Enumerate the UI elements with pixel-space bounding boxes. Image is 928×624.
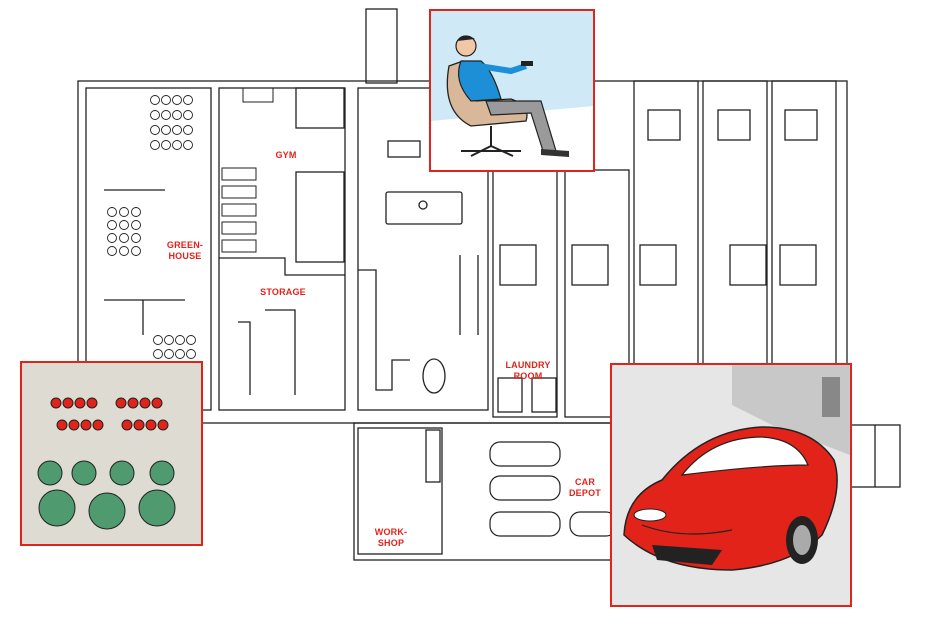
- plant-pot-icon: [119, 246, 129, 256]
- plant-pot-icon: [150, 125, 160, 135]
- plant-pot-icon: [175, 349, 185, 359]
- car-depot-line1: CAR: [574, 477, 596, 487]
- tomato-icon: [139, 397, 151, 409]
- room-label-greenhouse: GREEN- HOUSE: [160, 240, 210, 262]
- plant-pot-icon: [107, 220, 117, 230]
- laundry-line2: ROOM: [513, 371, 543, 381]
- plant-pot-icon: [164, 349, 174, 359]
- cabbage-icon: [88, 492, 126, 530]
- tomato-icon: [68, 419, 80, 431]
- tomato-icon: [92, 419, 104, 431]
- plant-pot-icon: [172, 110, 182, 120]
- plant-pot-icon: [161, 125, 171, 135]
- room-label-workshop: WORK- SHOP: [368, 527, 414, 549]
- plant-pot-icon: [119, 207, 129, 217]
- plant-pot-icon: [183, 110, 193, 120]
- plant-pot-icon: [183, 95, 193, 105]
- inset-recliner-illustration: [429, 9, 595, 172]
- tomato-icon: [151, 397, 163, 409]
- tomato-icon: [50, 397, 62, 409]
- plant-pot-icon: [150, 95, 160, 105]
- plant-pot-icon: [107, 233, 117, 243]
- plant-pot-icon: [172, 140, 182, 150]
- plant-pot-icon: [164, 335, 174, 345]
- storage-text: STORAGE: [260, 287, 306, 297]
- plant-pot-icon: [131, 207, 141, 217]
- room-label-gym: GYM: [271, 150, 301, 161]
- sports-car-picture: [612, 365, 850, 605]
- laundry-line1: LAUNDRY: [505, 360, 551, 370]
- plant-pot-icon: [119, 220, 129, 230]
- tomato-icon: [157, 419, 169, 431]
- gym-text: GYM: [275, 150, 297, 160]
- plant-pot-icon: [119, 233, 129, 243]
- plant-pot-icon: [183, 125, 193, 135]
- tomato-icon: [145, 419, 157, 431]
- tomato-icon: [86, 397, 98, 409]
- workshop-line1: WORK-: [374, 527, 408, 537]
- plant-pot-icon: [175, 335, 185, 345]
- cabbage-icon: [109, 460, 135, 486]
- inset-sports-car-illustration: [610, 363, 852, 607]
- plant-pot-icon: [107, 246, 117, 256]
- tomato-icon: [121, 419, 133, 431]
- cabbage-icon: [71, 460, 97, 486]
- plant-pot-icon: [153, 335, 163, 345]
- plant-pot-icon: [161, 95, 171, 105]
- cabbage-icon: [149, 460, 175, 486]
- car-depot-line2: DEPOT: [568, 488, 601, 498]
- plant-pot-icon: [107, 207, 117, 217]
- greenhouse-line2: HOUSE: [168, 251, 202, 261]
- tomato-icon: [74, 397, 86, 409]
- greenhouse-line1: GREEN-: [166, 240, 204, 250]
- room-label-car-depot: CAR DEPOT: [560, 477, 610, 499]
- tomato-icon: [62, 397, 74, 409]
- plant-pot-icon: [172, 95, 182, 105]
- room-label-laundry: LAUNDRY ROOM: [498, 360, 558, 382]
- cabbage-icon: [37, 460, 63, 486]
- tomato-icon: [115, 397, 127, 409]
- room-label-storage: STORAGE: [255, 287, 311, 298]
- garden-picture: [22, 363, 201, 544]
- plant-pot-icon: [150, 140, 160, 150]
- plant-pot-icon: [131, 220, 141, 230]
- cabbage-icon: [38, 489, 76, 527]
- inset-garden-illustration: [20, 361, 203, 546]
- plant-pot-icon: [131, 246, 141, 256]
- workshop-line2: SHOP: [377, 538, 405, 548]
- plant-pot-icon: [161, 140, 171, 150]
- plant-pot-icon: [161, 110, 171, 120]
- plant-pot-icon: [186, 335, 196, 345]
- plant-pot-icon: [183, 140, 193, 150]
- plant-pot-icon: [186, 349, 196, 359]
- cabbage-icon: [138, 489, 176, 527]
- tomato-icon: [127, 397, 139, 409]
- tomato-icon: [80, 419, 92, 431]
- plant-pot-icon: [131, 233, 141, 243]
- tomato-icon: [56, 419, 68, 431]
- recliner-picture: [431, 11, 593, 170]
- plant-pot-icon: [150, 110, 160, 120]
- tomato-icon: [133, 419, 145, 431]
- plant-pot-icon: [153, 349, 163, 359]
- plant-pot-icon: [172, 125, 182, 135]
